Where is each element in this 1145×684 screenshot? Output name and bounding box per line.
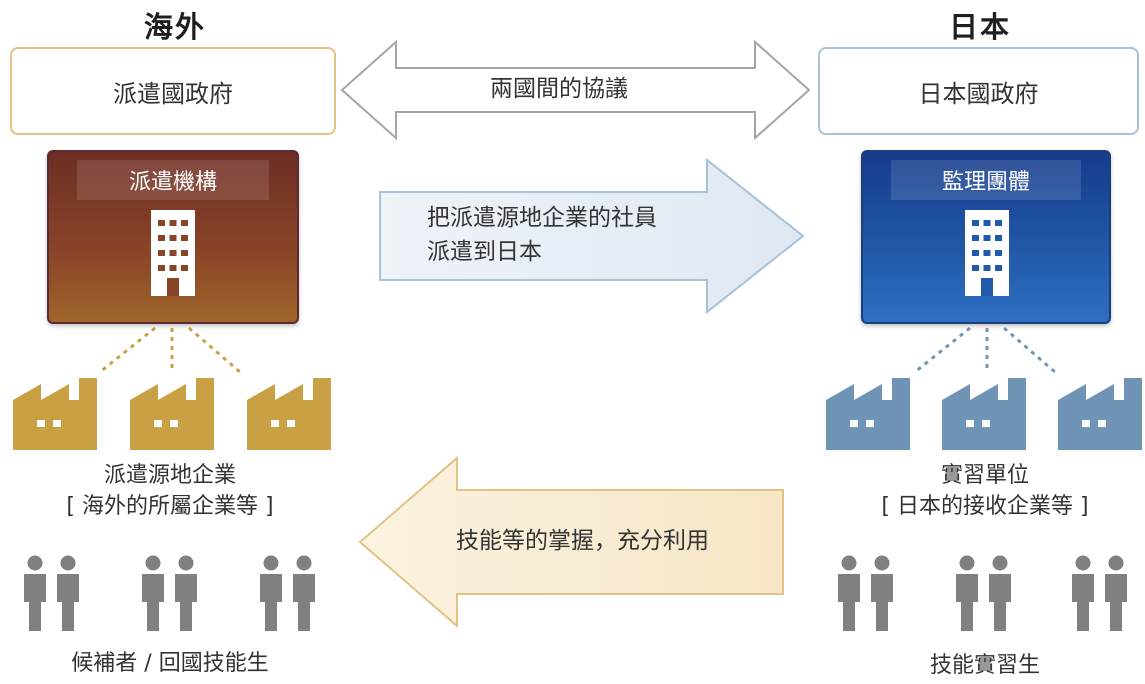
dispatch-label-line-2: 派遣到日本: [427, 239, 542, 265]
sending-companies-label-line-2: [ 海外的所屬企業等 ]: [66, 494, 274, 519]
dispatch-label-line-1: 把派遣源地企業的社員: [427, 205, 657, 231]
people-icon: [838, 555, 893, 631]
training-companies-label-line-1: 實習單位: [940, 463, 1029, 488]
people-icon: [956, 555, 1011, 631]
supervising-org-label: 監理團體: [941, 170, 1030, 195]
japan-government-box: 日本國政府: [818, 47, 1139, 135]
people-icon: [260, 555, 315, 631]
supervising-org-title-bar: 監理團體: [891, 160, 1081, 200]
dispatch-arrow: [379, 157, 805, 315]
agreement-label: 兩國間的協議: [490, 76, 628, 102]
agreement-double-arrow: [340, 39, 811, 141]
return-label: 技能等的掌握，充分利用: [456, 528, 709, 554]
supervising-org-box: 監理團體: [861, 150, 1111, 324]
factory-icon: [130, 378, 214, 450]
factory-icon: [942, 378, 1026, 450]
people-icon: [142, 555, 197, 631]
building-icon: [965, 210, 1009, 296]
training-companies-label-line-2: [ 日本的接收企業等 ]: [881, 494, 1089, 519]
factory-icon: [1058, 378, 1142, 450]
japan-heading: 日本: [948, 10, 1011, 44]
dispatch-label: 把派遣源地企業的社員 派遣到日本: [427, 201, 657, 269]
sending-agency-title-bar: 派遣機構: [77, 160, 269, 200]
overseas-heading: 海外: [143, 10, 206, 44]
sending-companies-label-line-1: 派遣源地企業: [103, 463, 236, 488]
factory-icon: [247, 378, 331, 450]
trainees-label: 技能實習生: [929, 653, 1040, 678]
building-icon: [151, 210, 195, 296]
sending-government-label: 派遣國政府: [113, 79, 233, 108]
left-connector-lines: [99, 326, 241, 374]
people-icon: [1072, 555, 1127, 631]
people-icon: [24, 555, 79, 631]
sending-companies-label: 派遣源地企業 [ 海外的所屬企業等 ]: [20, 460, 320, 522]
return-arrow: [358, 455, 784, 629]
japan-government-label: 日本國政府: [918, 79, 1039, 108]
sending-agency-box: 派遣機構: [47, 150, 299, 324]
sending-agency-label: 派遣機構: [128, 170, 217, 195]
factory-icon: [13, 378, 97, 450]
candidates-label: 候補者 / 回國技能生: [71, 651, 269, 676]
training-companies-label: 實習單位 [ 日本的接收企業等 ]: [835, 460, 1135, 522]
right-connector-lines: [914, 326, 1056, 374]
sending-government-box: 派遣國政府: [10, 47, 336, 135]
factory-icon: [826, 378, 910, 450]
